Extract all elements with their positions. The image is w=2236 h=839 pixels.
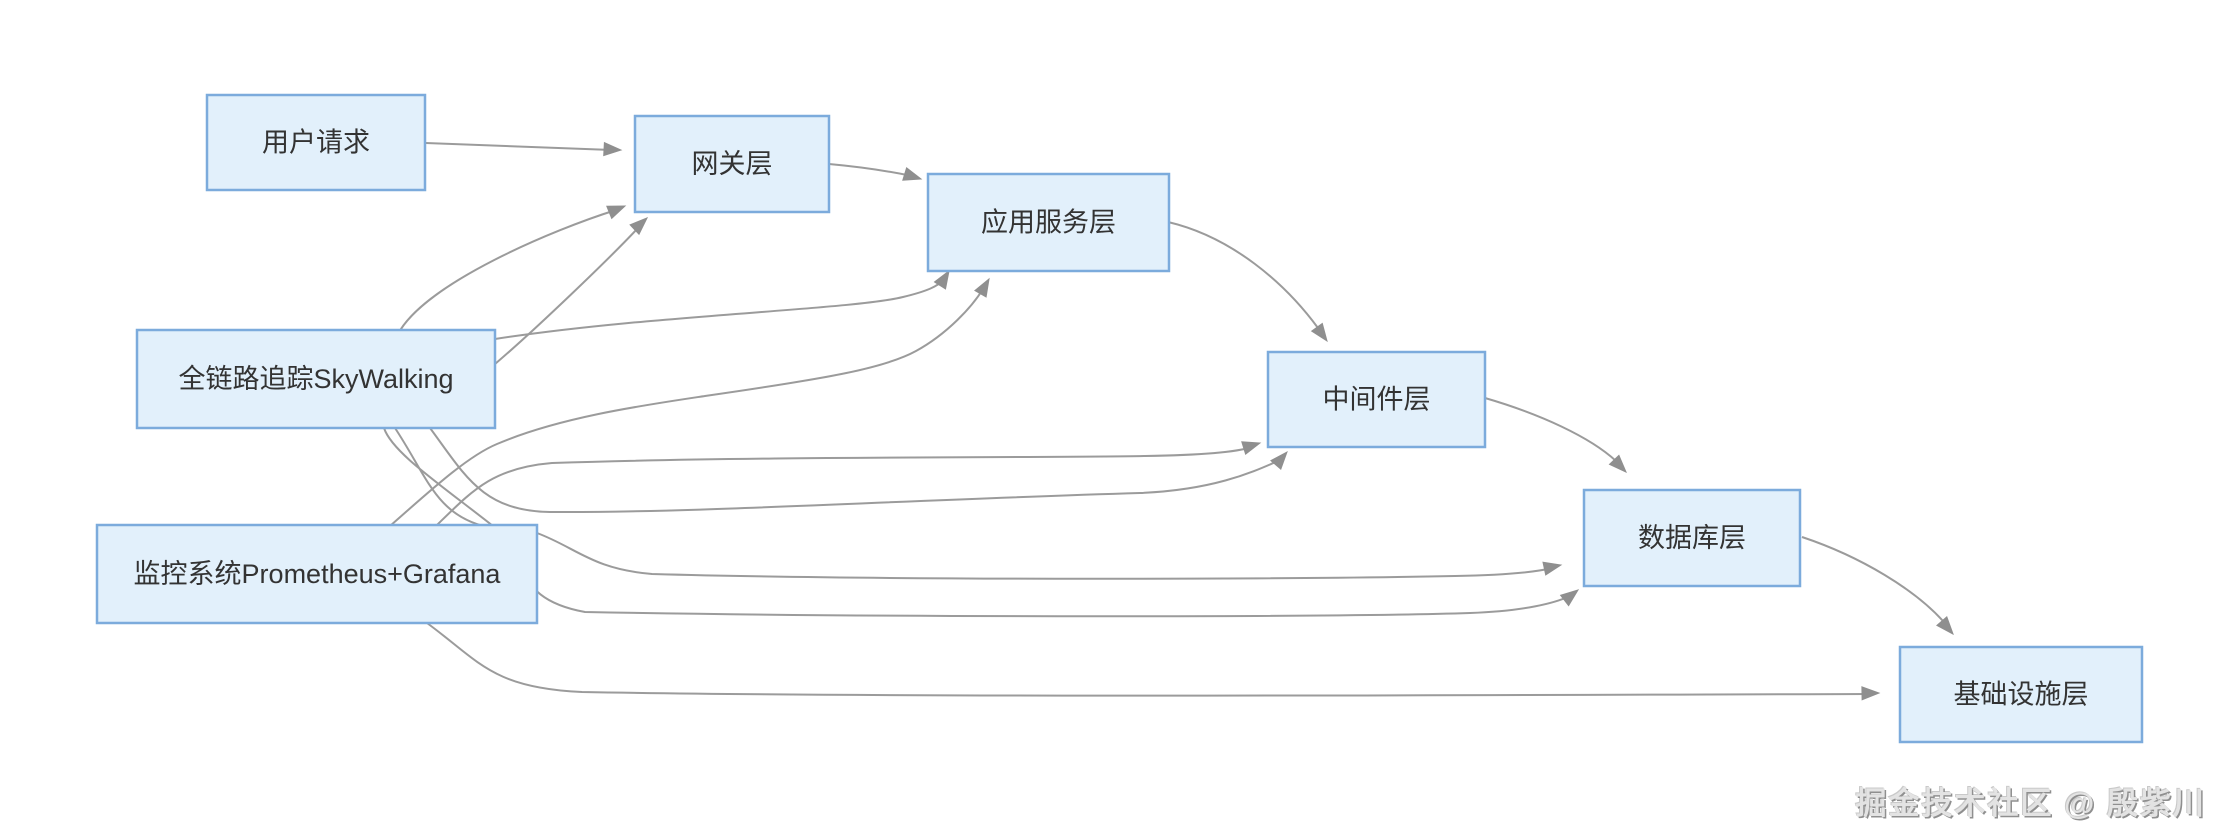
node-box-user-request [205,93,427,192]
edge-skywalking-to-gateway [494,227,639,365]
edge-monitoring-to-infrastructure [426,622,1873,697]
edge-monitoring-to-database [536,532,1553,580]
arrowhead-icon [933,269,950,290]
diagram-node-gateway: 网关层 [633,114,831,214]
arrowhead-icon [1936,616,1954,636]
arrowhead-icon [902,166,923,181]
arrowhead-icon [1270,450,1288,470]
diagram-node-user-request: 用户请求 [205,93,427,192]
diagram-node-database: 数据库层 [1582,488,1802,588]
node-label-gateway: 网关层 [692,149,773,179]
diagram-node-middleware: 中间件层 [1266,350,1487,449]
arrowhead-icon [974,277,990,298]
node-label-user-request: 用户请求 [262,128,370,158]
watermark: 掘金技术社区 @ 殷紫川 [1855,786,2206,821]
diagram-node-app-service: 应用服务层 [926,172,1171,273]
diagram-node-infrastructure: 基础设施层 [1898,645,2144,744]
node-box-gateway [633,114,831,214]
node-label-infrastructure: 基础设施层 [1954,680,2089,710]
edge-monitoring-to-app-service [389,288,984,527]
arrowhead-icon [1241,441,1262,456]
node-box-database [1582,488,1802,588]
arrowhead-icon [1861,686,1881,701]
node-label-skywalking: 全链路追踪SkyWalking [178,364,453,394]
arrowhead-icon [606,205,627,220]
edge-middleware-to-database [1484,397,1617,462]
edge-gateway-to-app-service [828,163,913,177]
edge-skywalking-to-database [394,427,1571,618]
edge-user-request-to-gateway [424,142,613,151]
node-box-app-service [926,172,1171,273]
edge-skywalking-to-app-service [494,279,944,340]
diagram-node-monitoring: 监控系统Prometheus+Grafana [95,523,539,625]
arrowhead-icon [603,141,623,157]
arrowhead-icon [1542,561,1563,576]
arrowhead-icon [629,217,649,236]
edge-app-service-to-middleware [1167,221,1319,329]
node-box-infrastructure [1898,645,2144,744]
diagram-node-skywalking: 全链路追踪SkyWalking [135,328,497,430]
node-box-middleware [1266,350,1487,449]
node-label-app-service: 应用服务层 [981,208,1116,238]
edge-database-to-infrastructure [1801,536,1944,622]
node-label-database: 数据库层 [1638,523,1746,553]
arrowhead-icon [1310,322,1328,343]
node-label-monitoring: 监控系统Prometheus+Grafana [134,559,502,589]
arrowhead-icon [1559,589,1580,607]
arrowhead-icon [1608,454,1627,474]
node-label-middleware: 中间件层 [1323,385,1431,415]
node-box-skywalking [135,328,497,430]
edge-monitoring-to-middleware [436,446,1253,526]
node-box-monitoring [95,523,539,625]
edge-skywalking-to-middleware [429,427,1279,514]
